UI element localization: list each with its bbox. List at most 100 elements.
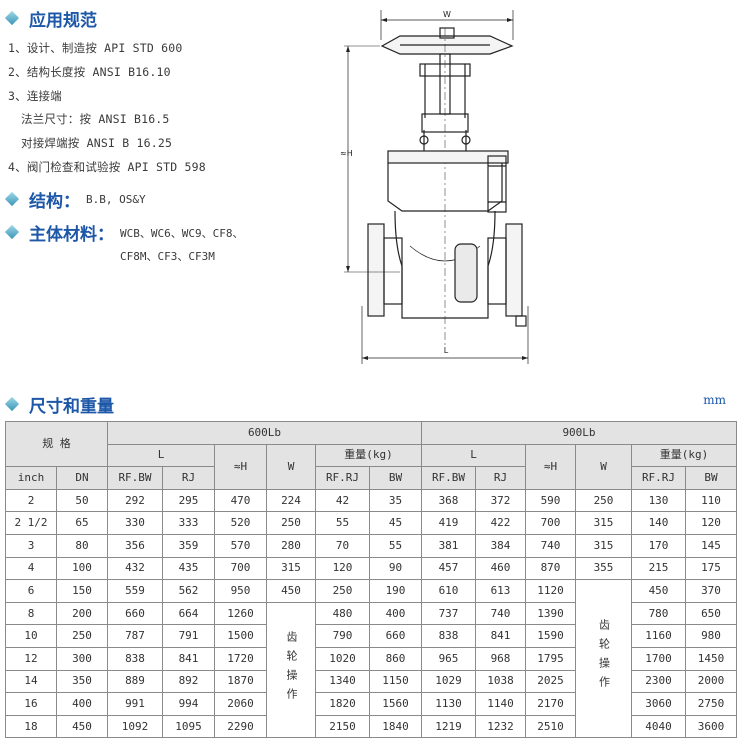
table-cell: 280 [266,533,316,558]
table-cell: 14 [5,669,57,694]
table-cell: 870 [525,556,576,581]
table-cell: 250 [575,488,632,513]
dimensions-weight-table: 规 格 600Lb 900Lb L ≈H W 重量(kg) L ≈H W 重量(… [5,420,737,739]
table-cell: 400 [56,692,108,716]
table-cell: 330 [107,511,163,535]
spec-line-5: 对接焊端按 ANSI B 16.25 [21,136,173,150]
table-cell: 1150 [369,669,422,694]
table-cell: 55 [315,511,370,535]
table-cell: 18 [5,714,57,739]
application-title-text: 应用规范 [29,11,97,31]
table-cell: 520 [214,511,267,535]
table-cell: 381 [421,533,476,558]
table-cell: 650 [685,601,737,626]
table-cell: 400 [369,601,422,626]
material-title-text: 主体材料： [29,225,114,245]
table-cell: 250 [56,624,108,648]
table-cell: 1029 [421,669,476,694]
header-900-h: ≈H [525,443,576,490]
table-cell: 1840 [369,714,422,739]
table-cell: 250 [315,579,370,603]
spec-line-2: 2、结构长度按 ANSI B16.10 [8,65,171,79]
table-cell: 450 [266,579,316,603]
structure-title-text: 结构： [29,192,80,212]
table-cell: 1795 [525,646,576,671]
table-cell: 991 [107,692,163,716]
spec-line-6: 4、阀门检查和试验按 API STD 598 [8,160,206,174]
material-value-line1: WCB、WC6、WC9、CF8、 [120,226,244,240]
header-900-rfbw: RF.BW [421,466,476,490]
table-cell: 1038 [475,669,526,694]
table-cell: 660 [107,601,163,626]
table-cell: 2300 [631,669,686,694]
header-900lb: 900Lb [421,421,737,445]
table-cell: 3060 [631,692,686,716]
unit-label: mm [703,393,726,407]
application-section-title: 应用规范 [6,6,97,31]
table-cell: 1140 [475,692,526,716]
table-cell: 838 [107,646,163,671]
table-cell: 1092 [107,714,163,739]
table-cell: 333 [162,511,215,535]
table-cell: 700 [214,556,267,581]
table-cell: 968 [475,646,526,671]
header-900-l: L [421,443,526,468]
table-cell: 2510 [525,714,576,739]
spec-line-4: 法兰尺寸：按 ANSI B16.5 [21,112,170,126]
table-cell: 965 [421,646,476,671]
gear-operated-600-text: 齿轮操作 [285,630,298,707]
header-600-rfrj: RF.RJ [315,466,370,490]
table-cell: 140 [631,511,686,535]
table-cell: 1340 [315,669,370,694]
table-cell: 562 [162,579,215,603]
table-cell: 224 [266,488,316,513]
table-cell: 889 [107,669,163,694]
material-value-line2: CF8M、CF3、CF3M [120,250,215,263]
table-cell: 1219 [421,714,476,739]
table-cell: 610 [421,579,476,603]
table-cell: 80 [56,533,108,558]
table-cell: 2 1/2 [5,511,57,535]
table-cell: 450 [56,714,108,739]
header-600-rj: RJ [162,466,215,490]
header-inch: inch [5,466,57,490]
table-cell: 2750 [685,692,737,716]
table-cell: 315 [575,511,632,535]
dimensions-section-title: 尺寸和重量 [6,392,114,417]
table-cell: 315 [266,556,316,581]
diamond-bullet-icon [6,193,19,206]
table-cell: 1560 [369,692,422,716]
table-cell: 90 [369,556,422,581]
table-cell: 200 [56,601,108,626]
table-cell: 4 [5,556,57,581]
table-cell: 2170 [525,692,576,716]
header-600-h: ≈H [214,443,267,490]
table-cell: 70 [315,533,370,558]
table-cell: 384 [475,533,526,558]
table-cell: 570 [214,533,267,558]
table-cell: 215 [631,556,686,581]
dimensions-title-text: 尺寸和重量 [29,397,114,417]
table-cell: 1232 [475,714,526,739]
table-cell: 994 [162,692,215,716]
header-900-w: W [575,443,632,490]
table-cell: 1590 [525,624,576,648]
table-cell: 250 [266,511,316,535]
table-cell: 370 [685,579,737,603]
table-cell: 8 [5,601,57,626]
table-cell: 590 [525,488,576,513]
table-cell: 740 [525,533,576,558]
table-cell: 120 [315,556,370,581]
table-cell: 860 [369,646,422,671]
header-600-w: W [266,443,316,490]
table-cell: 350 [56,669,108,694]
table-cell: 1720 [214,646,267,671]
material-section-title: 主体材料： WCB、WC6、WC9、CF8、 [6,220,243,245]
table-cell: 892 [162,669,215,694]
table-cell: 368 [421,488,476,513]
header-900-bw: BW [685,466,737,490]
header-600-weight: 重量(kg) [315,443,422,468]
table-cell: 1160 [631,624,686,648]
